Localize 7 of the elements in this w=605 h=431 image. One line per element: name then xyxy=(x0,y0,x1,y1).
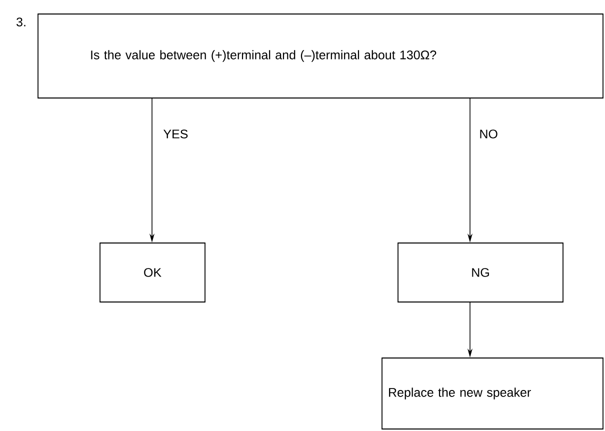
question-box: Is the value between (+)terminal and (–)terminal about 130Ω? xyxy=(38,14,604,98)
result-box: NG xyxy=(398,242,564,302)
edge-label: NO xyxy=(478,128,499,140)
result-box: OK xyxy=(100,242,206,302)
edge-label: YES xyxy=(162,128,190,140)
step-number: 3. xyxy=(16,18,26,26)
action-box: Replace the new speaker xyxy=(382,358,604,430)
